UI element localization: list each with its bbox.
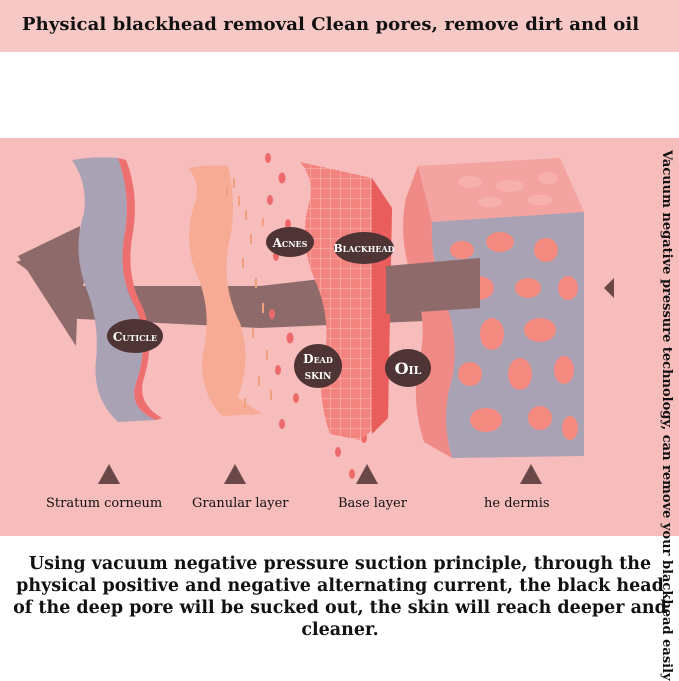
pointer-stratum-corneum: [98, 464, 120, 484]
bubble-oil-label: Oil: [395, 359, 422, 378]
bubble-blackhead: Blackhead: [333, 232, 395, 264]
bubble-cuticle: Cuticle: [107, 319, 163, 353]
pointer-dermis: [520, 464, 542, 484]
pointer-side-note: [604, 278, 614, 298]
label-base-layer: Base layer: [338, 496, 407, 511]
label-dermis: he dermis: [484, 496, 550, 511]
pointer-base: [356, 464, 378, 484]
layer-granular: [188, 165, 272, 416]
bubble-dead-skin-label-2: skin: [305, 368, 332, 383]
bubble-acnes: Acnes: [266, 227, 314, 257]
bubble-oil: Oil: [385, 349, 431, 387]
label-stratum-corneum: Stratum corneum: [46, 496, 163, 511]
skin-layer-diagram: Cuticle Acnes Blackhead Dead skin Oil: [16, 153, 614, 484]
layer-stratum-corneum: [72, 157, 162, 423]
footer-description: Using vacuum negative pressure suction p…: [13, 554, 667, 640]
banner-title: Physical blackhead removal Clean pores, …: [22, 14, 640, 35]
bubble-dead-skin: Dead skin: [294, 344, 342, 388]
bubble-cuticle-label: Cuticle: [113, 330, 157, 344]
side-note: Vacuum negative pressure technology, can…: [659, 150, 674, 681]
pointer-granular: [224, 464, 246, 484]
bubble-dead-skin-label-1: Dead: [303, 352, 333, 366]
bubble-blackhead-label: Blackhead: [333, 242, 394, 255]
layer-pointers: [98, 278, 614, 484]
bubble-acnes-label: Acnes: [272, 236, 308, 250]
label-granular-layer: Granular layer: [192, 496, 289, 511]
particle-droplets: [265, 153, 367, 479]
top-banner: Physical blackhead removal Clean pores, …: [0, 0, 679, 52]
suction-arrow-front: [386, 258, 480, 314]
